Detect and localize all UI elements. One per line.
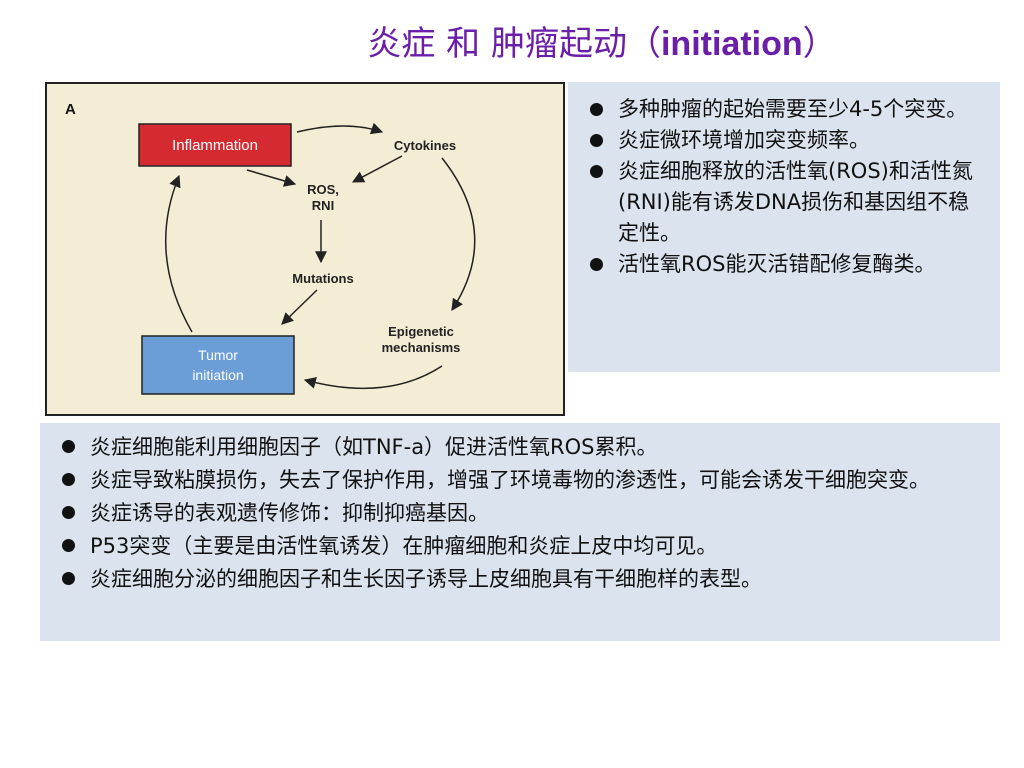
list-item: 炎症诱导的表观遗传修饰：抑制抑癌基因。 bbox=[54, 497, 986, 530]
bullet-dot-icon bbox=[62, 506, 75, 519]
list-item: 炎症细胞能利用细胞因子（如TNF-a）促进活性氧ROS累积。 bbox=[54, 431, 986, 464]
ros-label-line2: RNI bbox=[312, 198, 334, 213]
bullet-text: 炎症导致粘膜损伤，失去了保护作用，增强了环境毒物的渗透性，可能会诱发干细胞突变。 bbox=[90, 468, 930, 492]
arrow-cytokines-to-ros bbox=[351, 155, 403, 183]
bullet-dot-icon bbox=[62, 539, 75, 552]
arrow-inflammation-to-ros bbox=[246, 169, 297, 187]
arrow-inflammation-to-cytokines bbox=[296, 122, 384, 135]
cytokines-label: Cytokines bbox=[394, 138, 456, 153]
title-cn-part1: 炎症 和 肿瘤起动（ bbox=[367, 24, 661, 64]
slide-title: 炎症 和 肿瘤起动（initiation） bbox=[0, 16, 1024, 65]
list-item: 炎症微环境增加突变频率。 bbox=[582, 125, 986, 156]
inflammation-diagram: A Inflammation Tumor initiation Cytokine… bbox=[45, 82, 565, 416]
bullet-dot-icon bbox=[62, 440, 75, 453]
arrow-epigenetic-to-tumor bbox=[303, 365, 443, 390]
bullet-text: 炎症细胞分泌的细胞因子和生长因子诱导上皮细胞具有干细胞样的表型。 bbox=[90, 567, 762, 591]
panel-label: A bbox=[65, 101, 76, 118]
title-en-part: initiation bbox=[660, 25, 803, 63]
arrow-cytokines-to-epigenetic bbox=[441, 157, 476, 312]
bullet-dot-icon bbox=[590, 134, 603, 147]
right-bullet-list: 多种肿瘤的起始需要至少4-5个突变。 炎症微环境增加突变频率。 炎症细胞释放的活… bbox=[582, 94, 986, 280]
bullet-text: 炎症细胞释放的活性氧(ROS)和活性氮 (RNI)能有诱发DNA损伤和基因组不稳… bbox=[618, 159, 973, 245]
epigenetic-label-line1: Epigenetic bbox=[388, 324, 454, 339]
bullet-text: 炎症细胞能利用细胞因子（如TNF-a）促进活性氧ROS累积。 bbox=[90, 435, 658, 459]
bullet-text: 多种肿瘤的起始需要至少4-5个突变。 bbox=[618, 97, 968, 121]
right-text-panel: 多种肿瘤的起始需要至少4-5个突变。 炎症微环境增加突变频率。 炎症细胞释放的活… bbox=[568, 82, 1000, 372]
list-item: 炎症导致粘膜损伤，失去了保护作用，增强了环境毒物的渗透性，可能会诱发干细胞突变。 bbox=[54, 464, 986, 497]
bullet-text: 活性氧ROS能灭活错配修复酶类。 bbox=[618, 252, 936, 276]
arrow-tumor-to-inflammation bbox=[165, 174, 193, 333]
bullet-text: 炎症诱导的表观遗传修饰：抑制抑癌基因。 bbox=[90, 501, 489, 525]
bottom-bullet-list: 炎症细胞能利用细胞因子（如TNF-a）促进活性氧ROS累积。 炎症导致粘膜损伤，… bbox=[54, 431, 986, 596]
list-item: 炎症细胞分泌的细胞因子和生长因子诱导上皮细胞具有干细胞样的表型。 bbox=[54, 563, 986, 596]
tumor-label-line2: initiation bbox=[192, 367, 243, 383]
tumor-initiation-box bbox=[141, 335, 295, 395]
bullet-dot-icon bbox=[590, 165, 603, 178]
bullet-dot-icon bbox=[590, 258, 603, 271]
diagram-svg: A Inflammation Tumor initiation Cytokine… bbox=[65, 101, 476, 395]
list-item: 活性氧ROS能灭活错配修复酶类。 bbox=[582, 249, 986, 280]
list-item: P53突变（主要是由活性氧诱发）在肿瘤细胞和炎症上皮中均可见。 bbox=[54, 530, 986, 563]
tumor-label-line1: Tumor bbox=[198, 347, 238, 363]
bullet-dot-icon bbox=[590, 103, 603, 116]
list-item: 炎症细胞释放的活性氧(ROS)和活性氮 (RNI)能有诱发DNA损伤和基因组不稳… bbox=[582, 156, 986, 249]
bullet-text: 炎症微环境增加突变频率。 bbox=[618, 128, 870, 152]
arrow-mutations-to-tumor bbox=[281, 289, 318, 325]
title-cn-part2: ） bbox=[802, 24, 837, 64]
epigenetic-label-line2: mechanisms bbox=[382, 340, 461, 355]
bullet-dot-icon bbox=[62, 473, 75, 486]
list-item: 多种肿瘤的起始需要至少4-5个突变。 bbox=[582, 94, 986, 125]
ros-label-line1: ROS, bbox=[307, 182, 339, 197]
bullet-dot-icon bbox=[62, 572, 75, 585]
inflammation-box bbox=[138, 123, 292, 167]
bottom-text-panel: 炎症细胞能利用细胞因子（如TNF-a）促进活性氧ROS累积。 炎症导致粘膜损伤，… bbox=[40, 423, 1000, 641]
bullet-text: P53突变（主要是由活性氧诱发）在肿瘤细胞和炎症上皮中均可见。 bbox=[90, 534, 718, 558]
inflammation-label: Inflammation bbox=[172, 137, 258, 154]
mutations-label: Mutations bbox=[292, 271, 353, 286]
